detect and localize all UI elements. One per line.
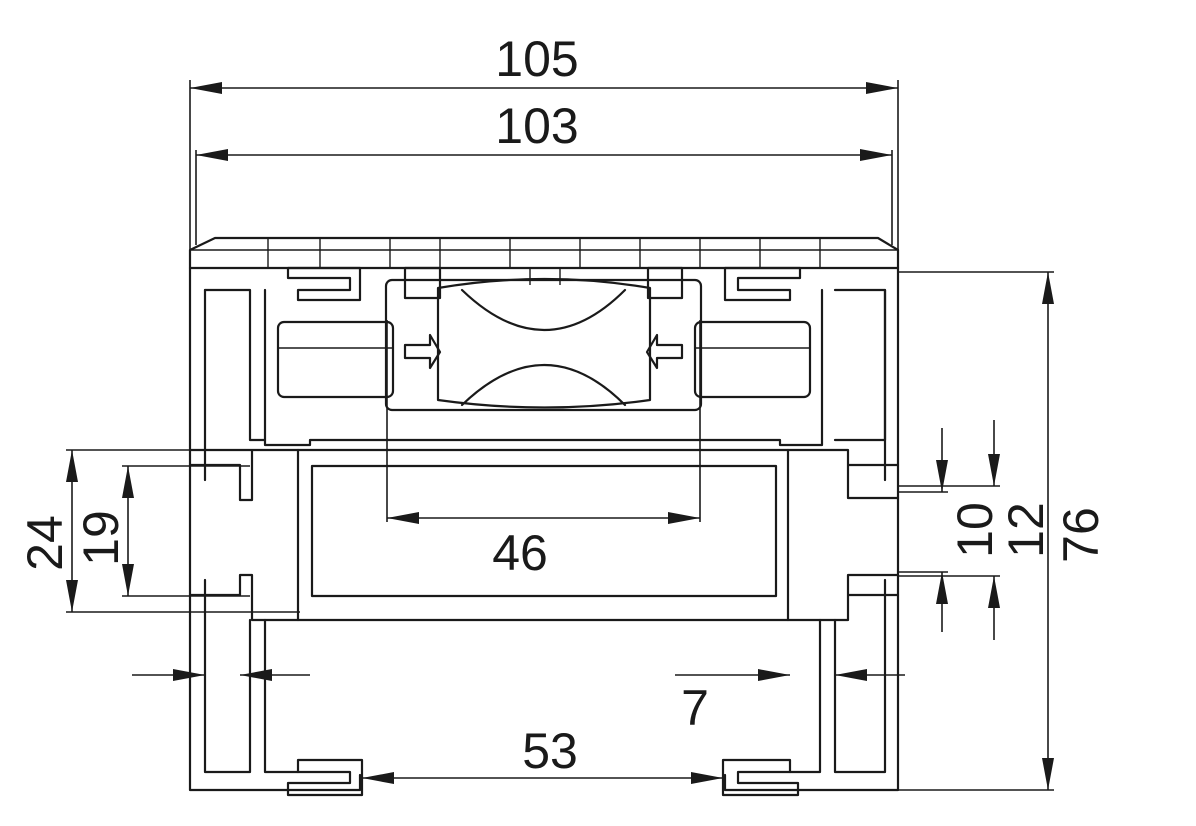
dim-mid-gap: 12 bbox=[998, 502, 1054, 558]
dim-clip-span: 53 bbox=[522, 723, 578, 779]
dim-inner-width: 46 bbox=[492, 525, 548, 581]
dim-outer-height: 24 bbox=[17, 515, 73, 571]
clip-bottom-right bbox=[721, 758, 800, 797]
clip-top-left bbox=[286, 266, 362, 302]
roller-mechanism bbox=[276, 266, 812, 412]
dim-top-gap: 10 bbox=[947, 502, 1003, 558]
dimension-lines bbox=[66, 80, 1054, 791]
dim-overall-width: 105 bbox=[495, 31, 578, 87]
dim-wall: 7 bbox=[681, 680, 709, 736]
dim-cover-width: 103 bbox=[495, 98, 578, 154]
dim-inner-height: 19 bbox=[73, 510, 129, 566]
clip-top-right bbox=[723, 266, 802, 302]
cover-strip bbox=[188, 236, 900, 270]
clip-bottom-left bbox=[286, 758, 364, 797]
dim-total-height: 76 bbox=[1053, 507, 1109, 563]
